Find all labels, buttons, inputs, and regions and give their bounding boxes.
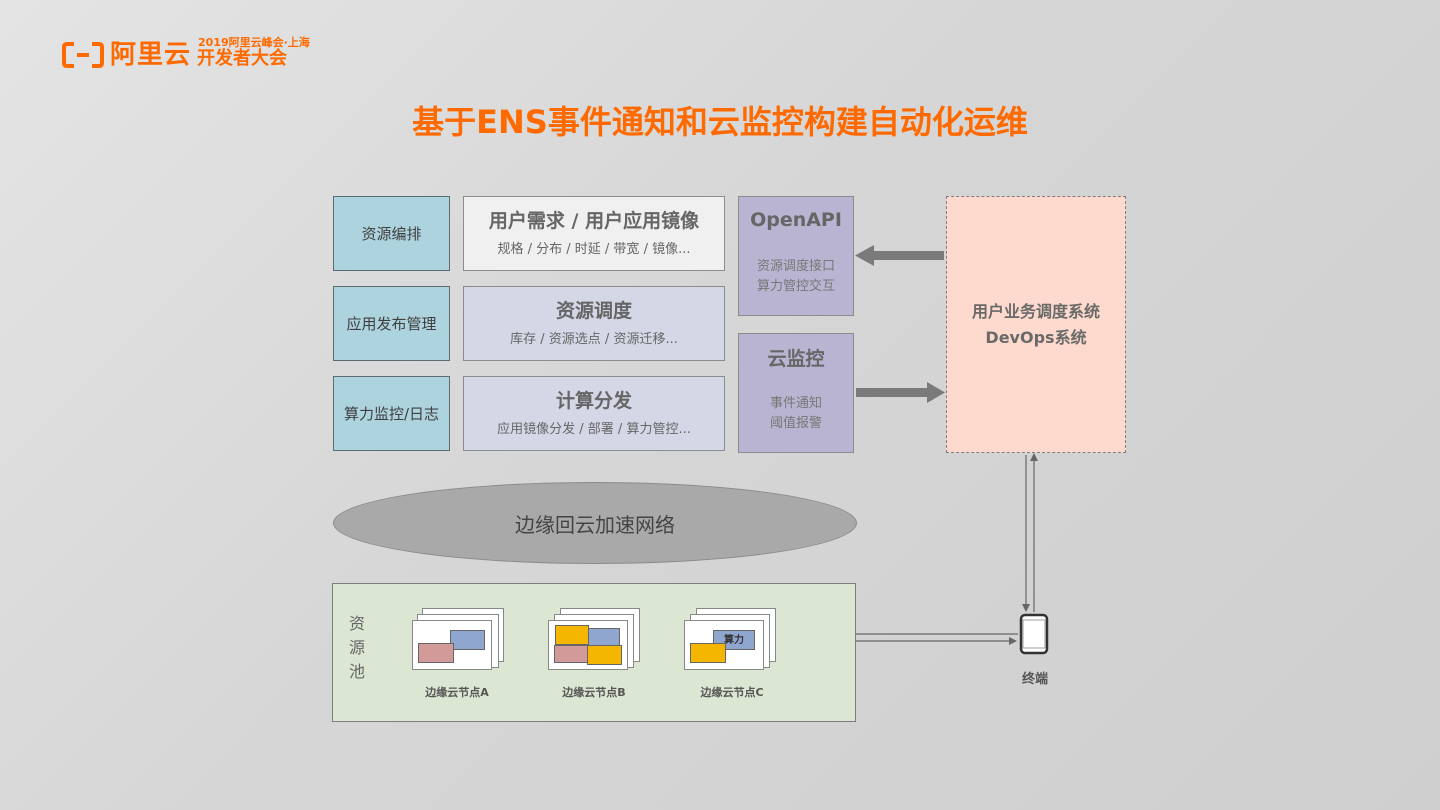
user-requirement-box: 用户需求 / 用户应用镜像 规格 / 分布 / 时延 / 带宽 / 镜像... — [463, 196, 725, 271]
compute-monitoring-box: 算力监控/日志 — [333, 376, 450, 451]
box-subtitle: 规格 / 分布 / 时延 / 带宽 / 镜像... — [497, 241, 691, 257]
edge-network-ellipse: 边缘回云加速网络 — [333, 482, 857, 564]
node-block — [418, 643, 454, 663]
aliyun-logo-icon — [62, 42, 104, 68]
node-block — [587, 645, 622, 665]
openapi-box: OpenAPI 资源调度接口 算力管控交互 — [738, 196, 854, 316]
box-line: DevOps系统 — [985, 327, 1087, 347]
box-title: 计算分发 — [555, 389, 632, 412]
app-release-management-box: 应用发布管理 — [333, 286, 450, 361]
box-label: 资源编排 — [361, 225, 422, 243]
arrow-to-openapi — [855, 245, 944, 266]
arrow-to-business — [856, 382, 945, 403]
node-a-label: 边缘云节点A — [425, 686, 489, 699]
resource-pool-label: 资 源 池 — [348, 614, 365, 681]
box-title: 用户需求 / 用户应用镜像 — [488, 209, 700, 232]
node-c-label: 边缘云节点C — [700, 686, 764, 699]
box-line: 事件通知 — [769, 396, 822, 411]
node-block — [690, 643, 726, 663]
resource-orchestration-box: 资源编排 — [333, 196, 450, 271]
box-line: 算力管控交互 — [756, 279, 835, 294]
event-title: 开发者大会 — [197, 48, 287, 69]
compute-distribution-box: 计算分发 应用镜像分发 / 部署 / 算力管控... — [463, 376, 725, 451]
box-label: 算力监控/日志 — [343, 405, 440, 423]
box-title: 云监控 — [767, 348, 825, 370]
box-line: 资源调度接口 — [756, 259, 835, 274]
node-block — [450, 630, 485, 650]
network-label: 边缘回云加速网络 — [515, 512, 675, 537]
event-subtitle: 2019阿里云峰会·上海 — [198, 36, 310, 49]
box-line: 阈值报警 — [769, 416, 822, 431]
box-subtitle: 库存 / 资源选点 / 资源迁移... — [510, 331, 678, 347]
page-title: 基于ENS事件通知和云监控构建自动化运维 — [412, 103, 1028, 141]
terminal-label: 终端 — [1021, 672, 1048, 687]
box-title: OpenAPI — [750, 209, 842, 231]
business-scheduling-system-box: 用户业务调度系统 DevOps系统 — [946, 196, 1126, 453]
logo-text: 阿里云 — [110, 40, 192, 70]
box-label: 应用发布管理 — [346, 315, 437, 333]
cloud-monitor-box: 云监控 事件通知 阈值报警 — [738, 333, 854, 453]
box-subtitle: 应用镜像分发 / 部署 / 算力管控... — [497, 421, 691, 437]
box-title: 资源调度 — [555, 299, 632, 322]
phone-icon — [1019, 613, 1049, 655]
resource-scheduling-box: 资源调度 库存 / 资源选点 / 资源迁移... — [463, 286, 725, 361]
box-line: 用户业务调度系统 — [971, 301, 1100, 321]
node-b-label: 边缘云节点B — [562, 686, 626, 699]
